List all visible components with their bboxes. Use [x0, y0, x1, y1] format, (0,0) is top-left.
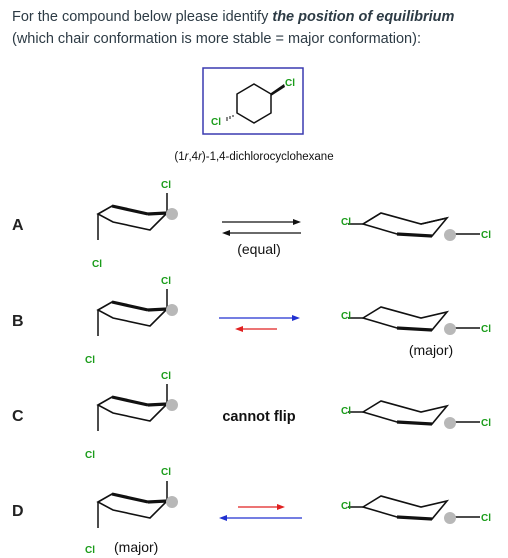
- option-d-left-chair: [96, 481, 178, 528]
- option-a-right-chair: [348, 212, 480, 241]
- compound-structure: Cl Cl: [202, 67, 304, 135]
- option-a-equilibrium-arrows: [222, 219, 301, 236]
- option-b-right-cl-left: Cl: [341, 311, 351, 322]
- option-b-left-cl-bottom: Cl: [85, 355, 95, 366]
- option-d-right-cl-right: Cl: [481, 513, 491, 524]
- question-line1-prefix: For the compound below please identify: [12, 9, 273, 25]
- cyclohexane-ring: [236, 83, 272, 124]
- question-line2: (which chair conformation is more stable…: [12, 31, 421, 47]
- hydrogen-dot: [444, 323, 456, 335]
- hydrogen-dot: [444, 229, 456, 241]
- option-a-right-cl-left: Cl: [341, 217, 351, 228]
- option-d-right-chair: [348, 495, 480, 524]
- option-d-left-note: (major): [114, 539, 158, 555]
- option-b-letter[interactable]: B: [12, 313, 24, 330]
- option-c-left-cl-top: Cl: [161, 371, 171, 382]
- option-b-left-cl-top: Cl: [161, 276, 171, 287]
- option-d-equilibrium-arrows: [219, 504, 302, 521]
- compound-name: (1r,4r)-1,4-dichlorocyclohexane: [174, 151, 333, 163]
- hydrogen-dot: [444, 512, 456, 524]
- compound-cl-top: Cl: [285, 78, 295, 89]
- hydrogen-dot: [166, 496, 178, 508]
- question-emphasis: the position of equilibrium: [272, 9, 455, 25]
- option-b-right-cl-right: Cl: [481, 324, 491, 335]
- option-c-middle-label: cannot flip: [222, 409, 295, 425]
- option-d-left-cl-top: Cl: [161, 467, 171, 478]
- option-c-left-chair: [96, 384, 178, 431]
- option-c-right-chair: [348, 400, 480, 429]
- option-a-left-cl-top: Cl: [161, 180, 171, 191]
- option-a-letter[interactable]: A: [12, 217, 24, 234]
- option-b-right-chair: [348, 306, 480, 335]
- option-c-right-cl-left: Cl: [341, 406, 351, 417]
- hydrogen-dot: [166, 304, 178, 316]
- hydrogen-dot: [444, 417, 456, 429]
- option-c-right-cl-right: Cl: [481, 418, 491, 429]
- compound-cl-bottom: Cl: [211, 117, 221, 128]
- option-a-left-chair: [96, 193, 178, 240]
- option-c-left-cl-bottom: Cl: [85, 450, 95, 461]
- hydrogen-dot: [166, 399, 178, 411]
- wedge-bond: [271, 84, 285, 96]
- option-c-letter[interactable]: C: [12, 408, 24, 425]
- option-a-middle-label: (equal): [237, 241, 281, 257]
- compound-box: [202, 67, 304, 135]
- option-b-equilibrium-arrows: [219, 315, 300, 332]
- hydrogen-dot: [166, 208, 178, 220]
- option-d-right-cl-left: Cl: [341, 501, 351, 512]
- hash-bond: [226, 115, 234, 121]
- option-a-left-cl-bottom: Cl: [92, 259, 102, 270]
- option-b-right-note: (major): [409, 342, 453, 358]
- option-b-left-chair: [96, 289, 178, 336]
- option-d-letter[interactable]: D: [12, 503, 24, 520]
- option-a-right-cl-right: Cl: [481, 230, 491, 241]
- question-text: For the compound below please identify t…: [12, 6, 502, 50]
- option-d-left-cl-bottom: Cl: [85, 545, 95, 556]
